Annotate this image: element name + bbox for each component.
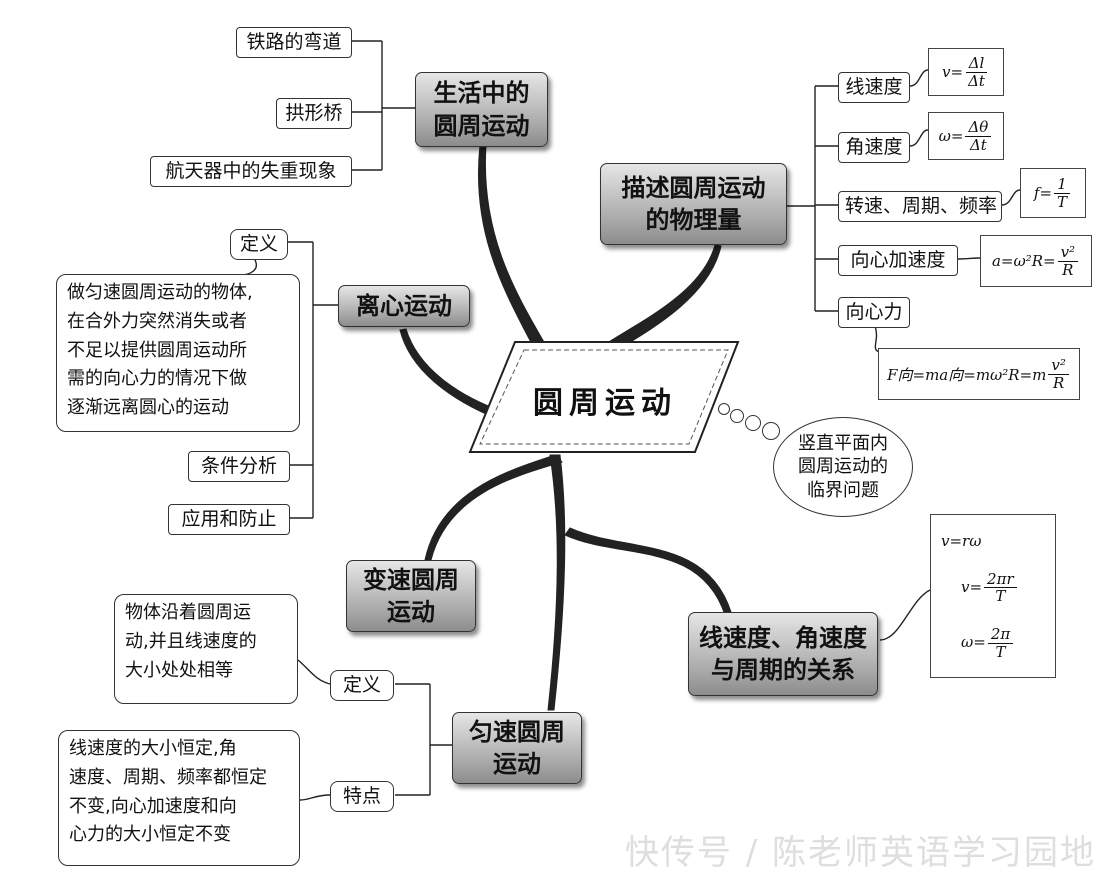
uniform-feature-label: 特点: [330, 781, 394, 812]
branch-uniform-line2: 运动: [493, 750, 541, 778]
branch-variable-speed-line2: 运动: [387, 598, 435, 626]
bubble-dot: [730, 409, 744, 423]
bubble-dot: [762, 422, 780, 440]
branch-centrifugal: 离心运动: [338, 285, 470, 327]
center-title: 圆周运动: [533, 386, 677, 421]
bubble-line: 圆周运动的: [798, 456, 888, 478]
quantity-linear-velocity: 线速度: [838, 72, 910, 103]
formula-relation-1: v=rω: [941, 531, 982, 550]
watermark: 快传号 / 陈老师英语学习园地: [624, 833, 1096, 873]
uniform-definition-note: 物体沿着圆周运 动,并且线速度的 大小处处相等: [114, 594, 298, 704]
vertical-circle-bubble: 竖直平面内 圆周运动的 临界问题: [773, 417, 913, 517]
centrifugal-condition-label: 条件分析: [188, 451, 290, 482]
bubble-line: 临界问题: [807, 479, 879, 501]
branch-quantities-line2: 的物理量: [645, 206, 742, 234]
uniform-definition-label: 定义: [330, 670, 394, 701]
branch-uniform: 匀速圆周 运动: [452, 712, 582, 784]
branch-quantities-line1: 描述圆周运动: [621, 173, 766, 202]
branch-life-line1: 生活中的: [433, 79, 530, 108]
quantity-rpm-period-frequency: 转速、周期、频率: [838, 191, 1002, 222]
bubble-dot: [745, 415, 761, 431]
life-item-railway: 铁路的弯道: [236, 27, 352, 58]
uniform-feature-note: 线速度的大小恒定,角 速度、周期、频率都恒定 不变,向心加速度和向 心力的大小恒…: [58, 730, 300, 866]
bubble-line: 竖直平面内: [798, 432, 888, 454]
branch-relation-line1: 线速度、角速度: [699, 623, 867, 652]
branch-centrifugal-line1: 离心运动: [356, 291, 452, 320]
centrifugal-application-label: 应用和防止: [168, 504, 290, 535]
quantity-centripetal-acceleration: 向心加速度: [838, 245, 958, 276]
centrifugal-definition-note: 做匀速圆周运动的物体, 在合外力突然消失或者 不足以提供圆周运动所 需的向心力的…: [56, 274, 300, 432]
center-shape: [468, 341, 740, 453]
branch-uniform-line1: 匀速圆周: [469, 717, 565, 746]
branch-variable-speed: 变速圆周 运动: [346, 560, 476, 632]
branch-quantities: 描述圆周运动 的物理量: [600, 163, 787, 245]
branch-variable-speed-line1: 变速圆周: [363, 565, 459, 594]
bubble-dot: [718, 403, 730, 415]
life-item-weightlessness: 航天器中的失重现象: [150, 156, 352, 187]
centrifugal-definition-label: 定义: [230, 229, 288, 260]
branch-life: 生活中的 圆周运动: [415, 72, 548, 147]
branch-relation: 线速度、角速度 与周期的关系: [688, 612, 878, 696]
quantity-angular-velocity: 角速度: [838, 132, 910, 163]
branch-life-line2: 圆周运动: [433, 111, 530, 140]
quantity-centripetal-force: 向心力: [838, 297, 910, 328]
branch-relation-line2: 与周期的关系: [711, 656, 855, 684]
life-item-arch-bridge: 拱形桥: [276, 98, 352, 129]
